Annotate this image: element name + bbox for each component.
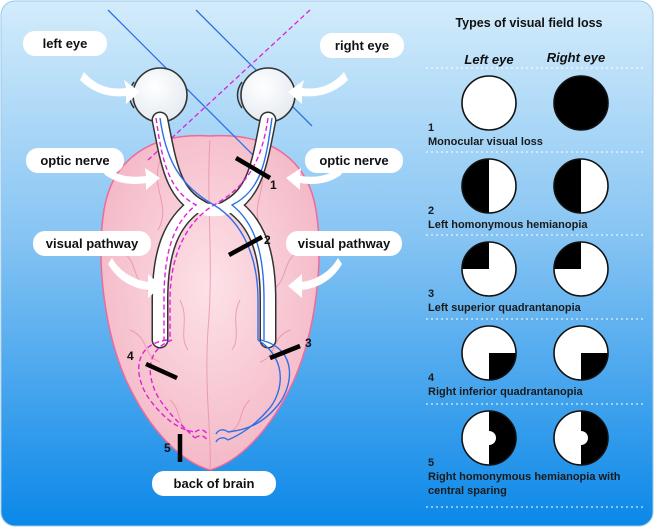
visual-pathway-left-label: visual pathway	[46, 236, 139, 251]
right-eye-arrow	[288, 72, 348, 104]
right-eye-column-header: Right eye	[547, 50, 606, 65]
callout-visual-pathway-right: visual pathway	[286, 231, 402, 256]
right-eye-field-2	[553, 158, 609, 214]
right-eye-label: right eye	[335, 38, 389, 53]
left-eye-column-header: Left eye	[464, 52, 513, 67]
left-eye-field-1	[461, 75, 517, 131]
panel-title: Types of visual field loss	[455, 16, 602, 30]
right-eye-field-5	[553, 410, 609, 466]
row-number: 1	[428, 122, 434, 134]
brain	[100, 134, 320, 471]
row-caption: Right inferior quadrantanopia	[428, 386, 583, 398]
right-pathway-arrow	[288, 258, 342, 298]
row-caption: Monocular visual loss	[428, 136, 543, 148]
lesion-marker-4: 4	[127, 349, 134, 363]
left-eye-field-5	[461, 410, 517, 466]
left-eye-field-3	[461, 241, 517, 297]
row-number: 5	[428, 457, 434, 469]
lesion-marker-5: 5	[164, 441, 171, 455]
left-nerve-arrow	[104, 168, 160, 190]
lesion-marker-1: 1	[270, 178, 277, 192]
visual-pathway-right-label: visual pathway	[298, 236, 391, 251]
left-pathway-arrow	[108, 258, 162, 298]
left-eye-field-2	[461, 158, 517, 214]
callout-left-eye: left eye	[23, 31, 107, 56]
pointer-arrows	[80, 72, 348, 298]
callout-right-eye: right eye	[320, 33, 404, 58]
row-number: 3	[428, 288, 434, 300]
row-number: 2	[428, 205, 434, 217]
callout-back-of-brain: back of brain	[152, 471, 276, 496]
right-eye-field-1	[553, 75, 609, 131]
callout-visual-pathway-left: visual pathway	[33, 231, 151, 256]
lesion-marker-3: 3	[305, 336, 312, 350]
left-eye-label: left eye	[43, 36, 88, 51]
optic-nerve-left-label: optic nerve	[40, 153, 109, 168]
lesion-marker-2: 2	[264, 233, 271, 247]
callout-optic-nerve-left: optic nerve	[26, 148, 124, 173]
left-eye-field-4	[461, 325, 517, 381]
lesion-bars	[145, 156, 301, 462]
row-caption: Right homonymous hemianopia with	[428, 471, 621, 483]
row-caption-line2: central sparing	[428, 485, 507, 497]
right-eye-field-3	[553, 241, 609, 297]
back-of-brain-label: back of brain	[174, 476, 255, 491]
left-eye-arrow	[80, 72, 140, 104]
row-caption: Left homonymous hemianopia	[428, 219, 588, 231]
right-eye-field-4	[553, 325, 609, 381]
row-number: 4	[428, 372, 435, 384]
optic-nerve-right-label: optic nerve	[319, 153, 388, 168]
callout-optic-nerve-right: optic nerve	[305, 148, 403, 173]
right-nerve-arrow	[286, 168, 342, 190]
row-caption: Left superior quadrantanopia	[428, 302, 582, 314]
